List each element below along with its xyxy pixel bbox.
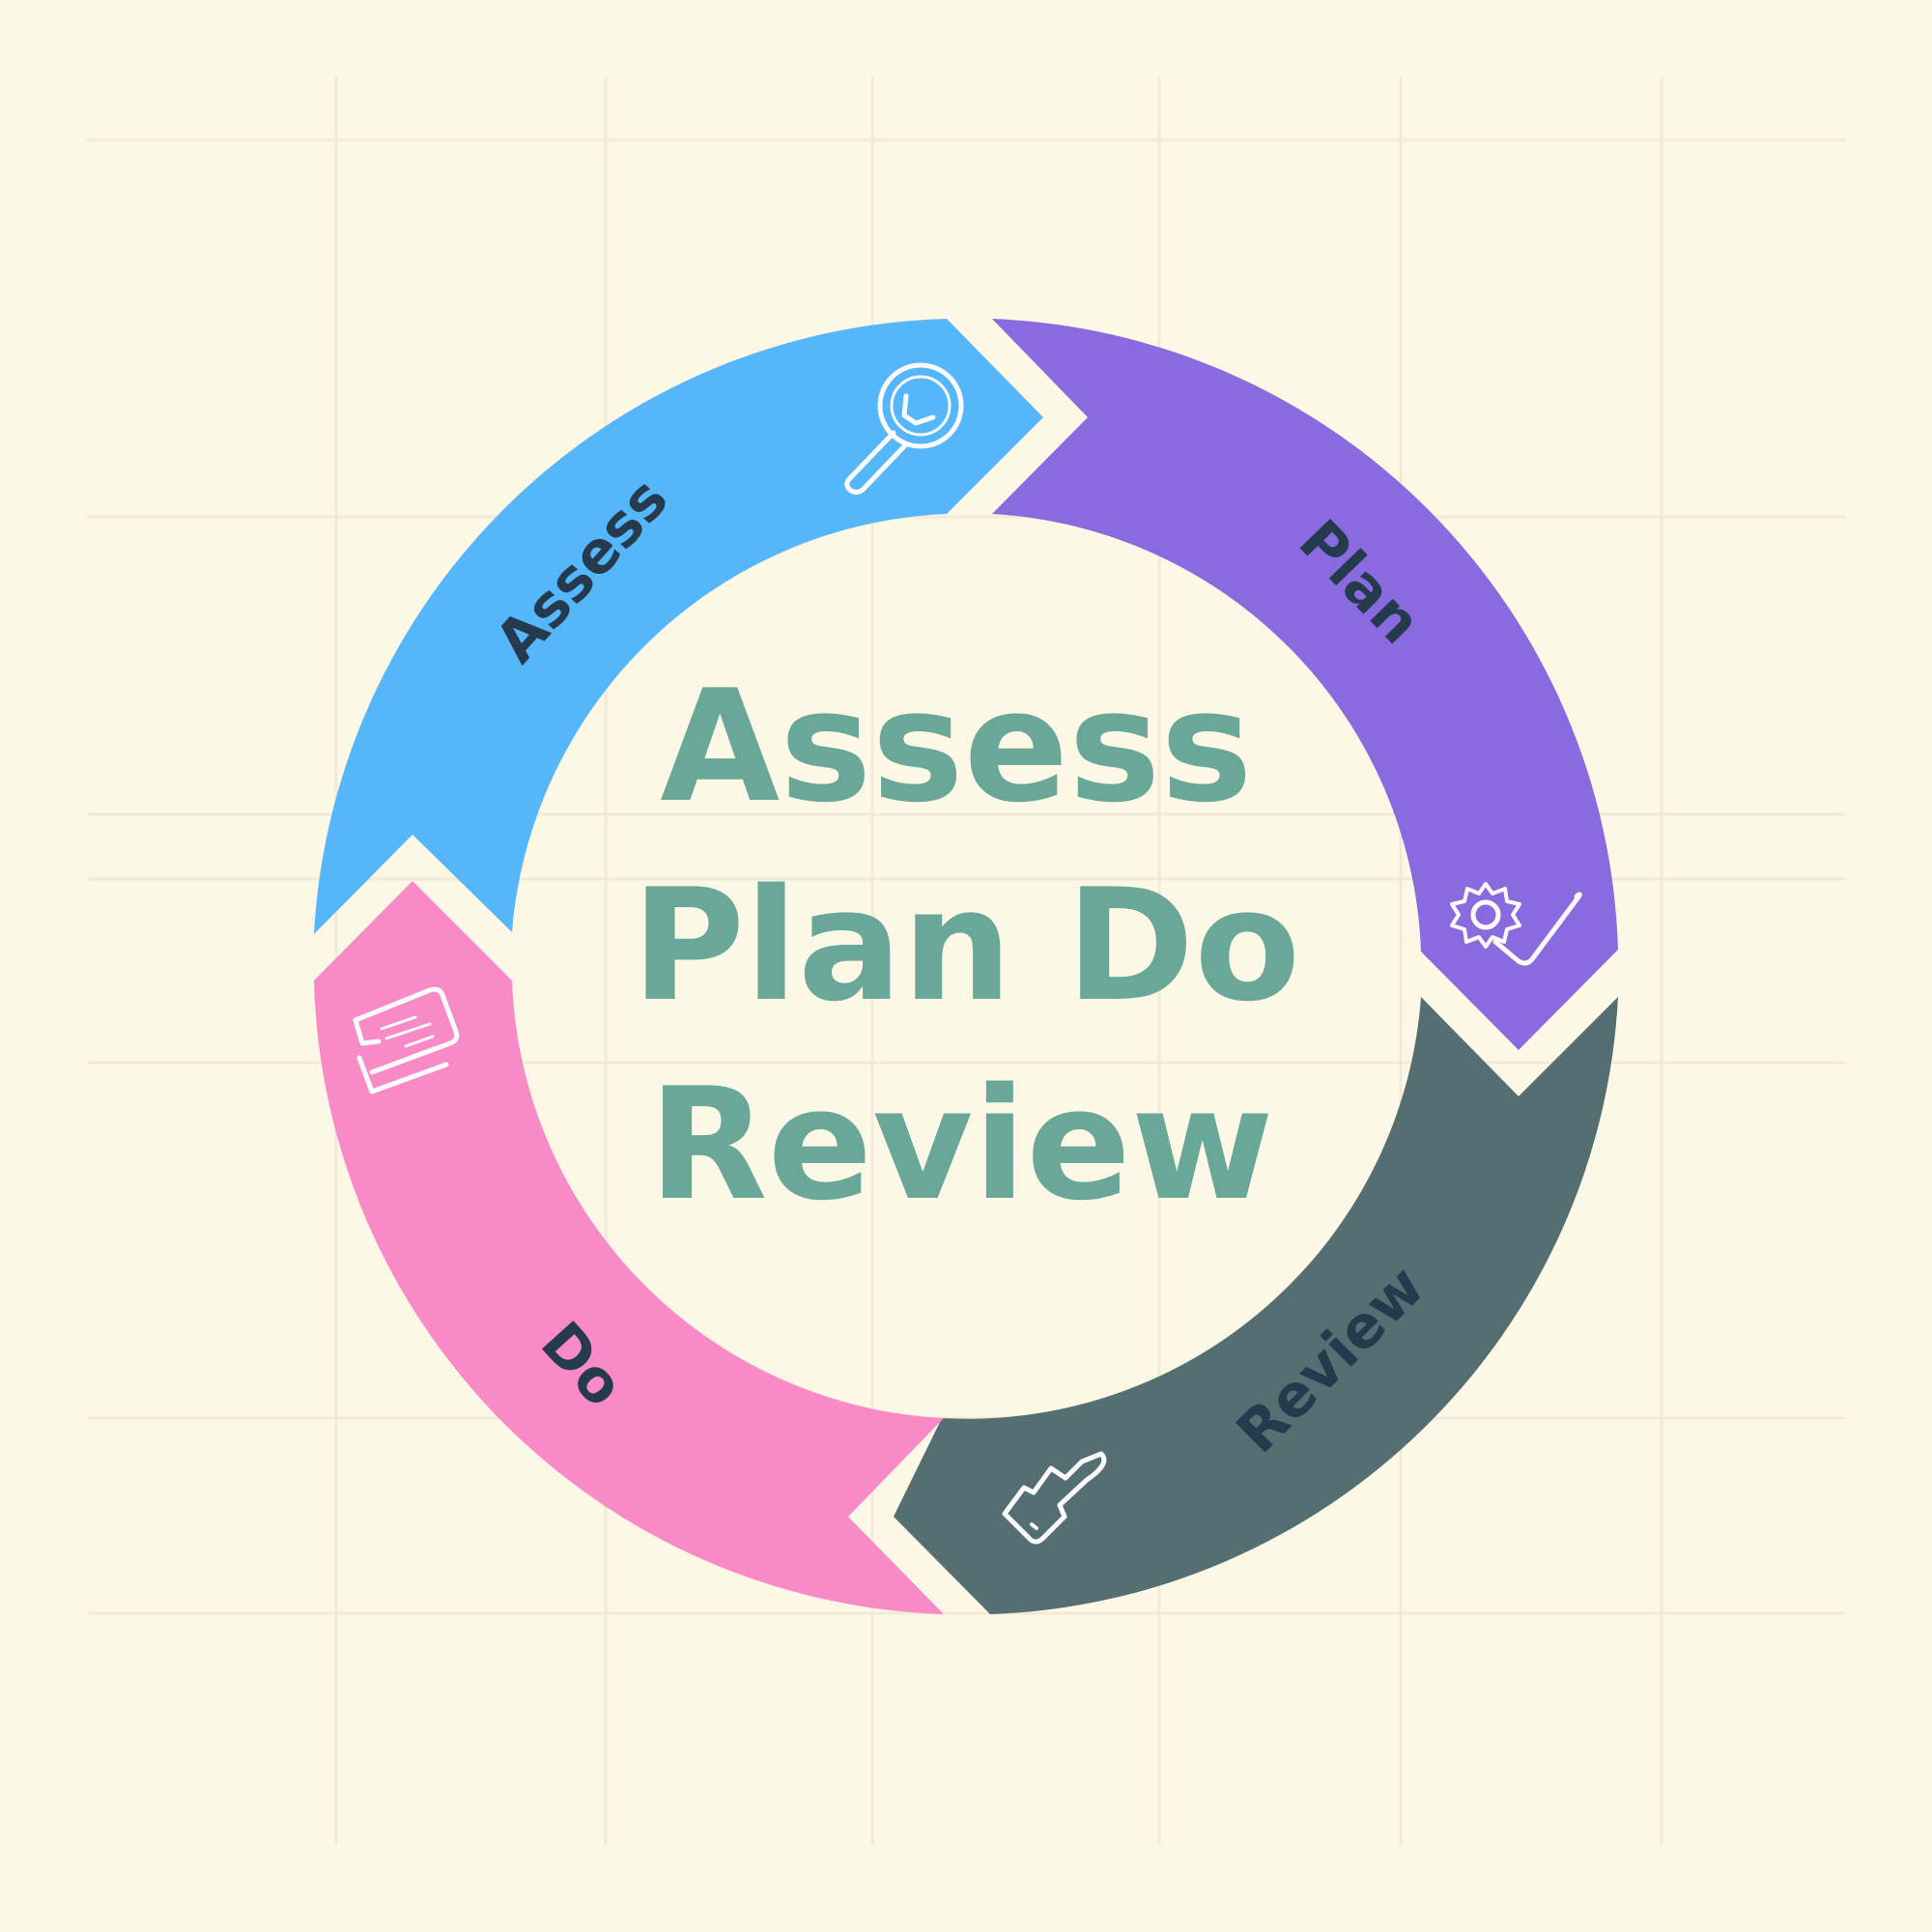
center-title-line-3: Review bbox=[648, 1054, 1273, 1235]
do-segment bbox=[314, 881, 944, 1614]
review-segment bbox=[894, 997, 1618, 1614]
plan-segment bbox=[992, 319, 1618, 1050]
thumbs-up-icon bbox=[1002, 1451, 1107, 1545]
center-title-line-2: Plan Do bbox=[632, 855, 1300, 1036]
center-title-line-1: Assess bbox=[660, 656, 1252, 837]
assess-segment bbox=[314, 319, 1043, 934]
document-icon bbox=[353, 986, 460, 1094]
magnifier-icon bbox=[844, 362, 964, 495]
gear-check-icon bbox=[1450, 882, 1582, 966]
